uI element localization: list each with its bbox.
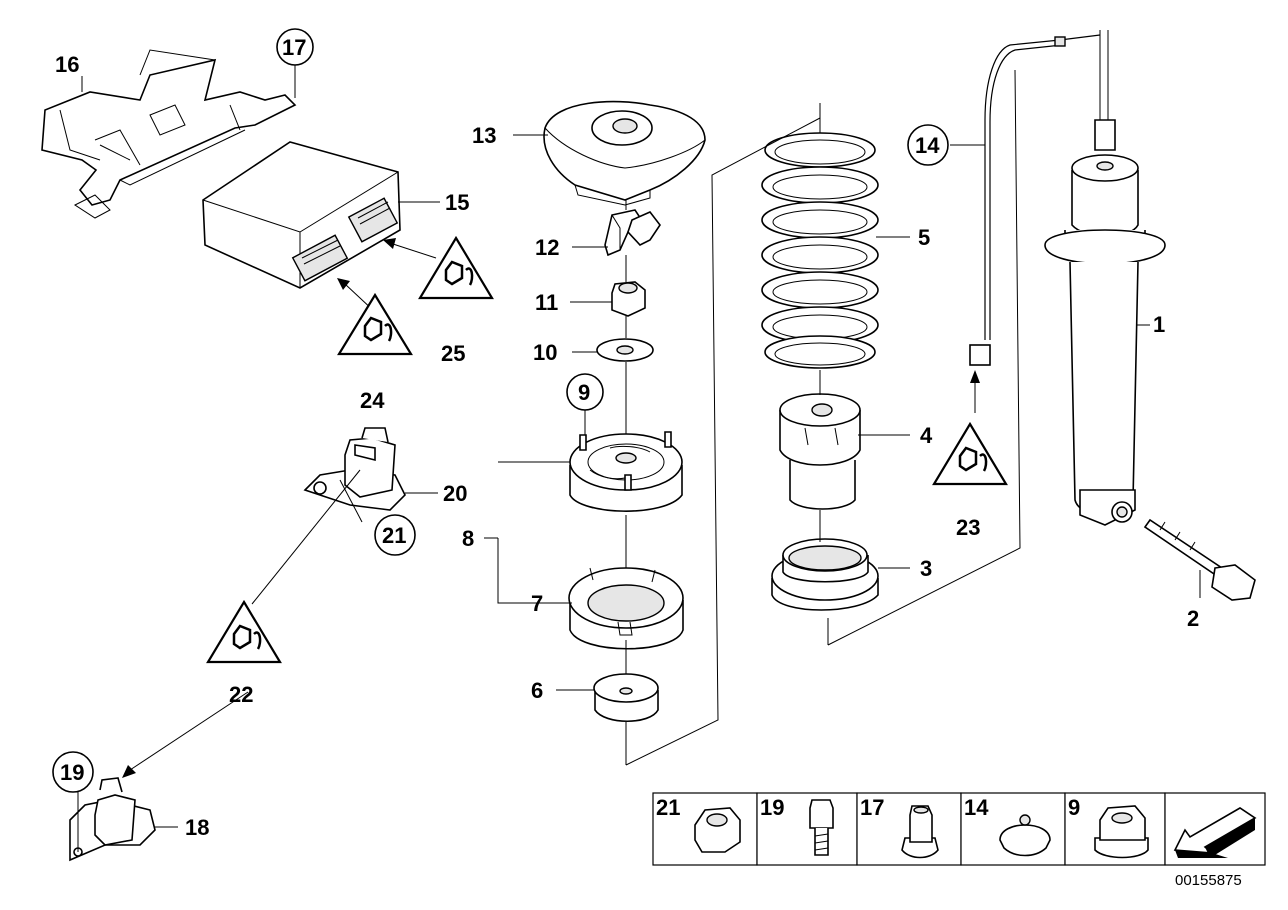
callout-5: 5 [918, 225, 930, 250]
diagram-code: 00155875 [1175, 872, 1242, 889]
cap-part-6 [593, 673, 659, 722]
callout-circle-17 [276, 28, 314, 66]
callout-4: 4 [920, 423, 933, 448]
callout-24: 24 [360, 388, 385, 413]
callout-14: 14 [915, 133, 940, 158]
callout-12: 12 [535, 235, 559, 260]
callout-circle-19 [52, 751, 94, 793]
callout-7: 7 [531, 591, 543, 616]
sensor-cable-part-14 [969, 34, 1101, 366]
ring-part-7 [568, 567, 684, 650]
sensor-bracket-part-20 [303, 427, 406, 511]
bolt-part-2 [1143, 518, 1256, 601]
legend-label-14: 14 [964, 795, 989, 820]
bracket-part-16 [41, 49, 297, 219]
callout-16: 16 [55, 52, 79, 77]
coil-spring-part-5 [761, 132, 879, 369]
sensor-part-18 [69, 777, 156, 862]
callout-18: 18 [185, 815, 209, 840]
callout-20: 20 [443, 481, 467, 506]
callout-circle-21 [374, 514, 416, 556]
callout-17: 17 [282, 35, 306, 60]
top-mount-part-13 [543, 100, 706, 206]
legend-nut-17 [901, 805, 939, 859]
spring-seat-part-3 [771, 538, 879, 611]
callout-25: 25 [441, 341, 465, 366]
callout-circle-14 [907, 124, 949, 166]
bump-stop-part-4 [779, 393, 861, 510]
shock-absorber-part-1 [1044, 30, 1166, 526]
warning-triangle-25 [418, 235, 494, 300]
callout-23: 23 [956, 515, 980, 540]
callout-10: 10 [533, 340, 557, 365]
legend-nut-9 [1094, 805, 1149, 859]
legend-label-21: 21 [656, 795, 680, 820]
warning-triangle-23 [932, 421, 1008, 486]
callout-22: 22 [229, 682, 253, 707]
callout-1: 1 [1153, 312, 1165, 337]
leader-lines [77, 62, 1201, 852]
legend-cap-14 [999, 814, 1051, 857]
legend-screw-19 [809, 799, 834, 856]
callout-9: 9 [578, 380, 590, 405]
callout-8: 8 [462, 526, 474, 551]
control-unit-part-15 [202, 141, 401, 289]
clip-part-12 [604, 209, 661, 257]
warning-triangle-24 [337, 292, 413, 356]
arrow-symbol-icon [1173, 807, 1257, 858]
nut-part-11 [611, 281, 646, 317]
legend-label-19: 19 [760, 795, 784, 820]
callout-21: 21 [382, 523, 406, 548]
callout-15: 15 [445, 190, 469, 215]
hardware-legend: 21 19 17 14 9 [652, 792, 1266, 866]
legend-label-9: 9 [1068, 795, 1080, 820]
legend-nut-21 [694, 807, 741, 853]
legend-label-17: 17 [860, 795, 884, 820]
support-bearing-part-8 [569, 431, 683, 512]
callout-3: 3 [920, 556, 932, 581]
callout-11: 11 [535, 290, 558, 315]
callout-circle-9 [566, 373, 604, 411]
callout-2: 2 [1187, 606, 1199, 631]
callout-19: 19 [60, 760, 84, 785]
callout-13: 13 [472, 123, 496, 148]
washer-part-10 [596, 338, 654, 362]
warning-triangle-22 [206, 599, 282, 664]
callout-6: 6 [531, 678, 543, 703]
